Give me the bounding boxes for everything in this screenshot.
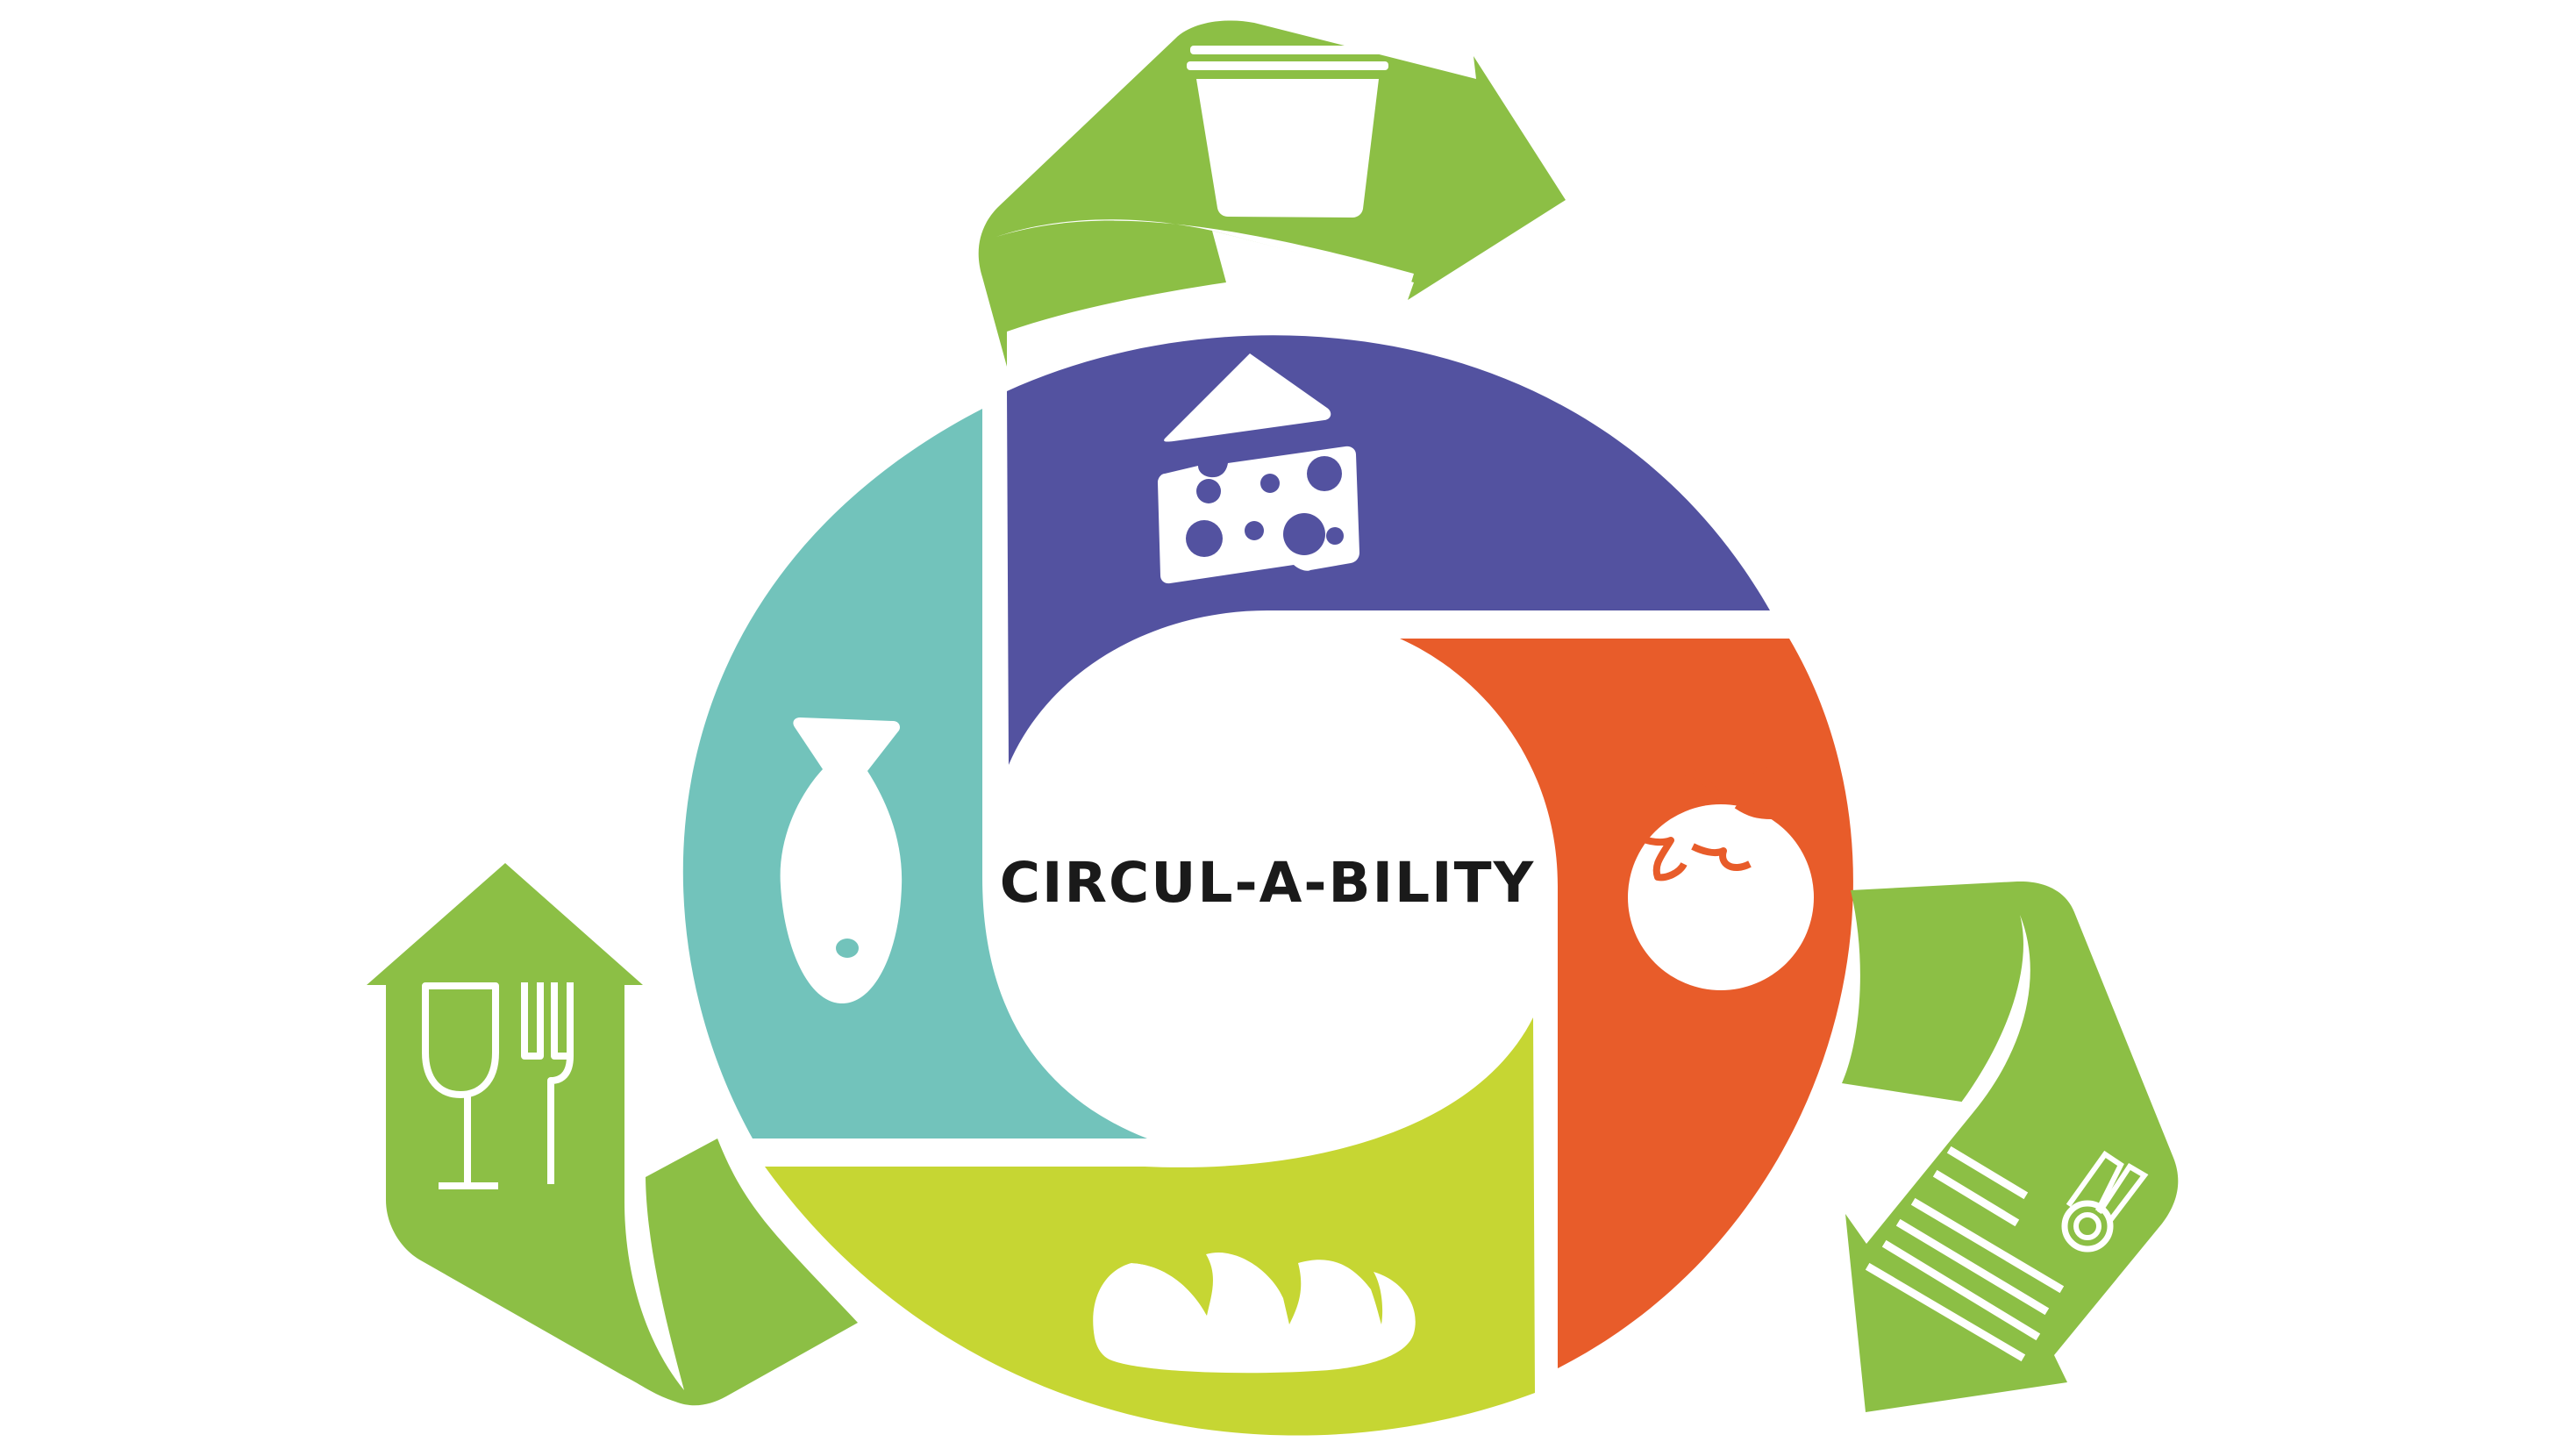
purple-segment bbox=[1007, 335, 1770, 765]
bread-icon bbox=[1093, 1253, 1416, 1374]
right-recycle-arrow bbox=[1842, 881, 2179, 1412]
left-recycle-arrow bbox=[367, 863, 858, 1406]
tomato-stem bbox=[1638, 758, 1780, 882]
glass-and-fork-icon bbox=[422, 982, 574, 1189]
fish-icon bbox=[780, 717, 903, 1004]
container-icon bbox=[1187, 46, 1388, 218]
fish-eye bbox=[836, 939, 859, 958]
bread-score-lines bbox=[1131, 1263, 1207, 1316]
diagram-title: CIRCUL-A-BILITY bbox=[1000, 851, 1535, 915]
receipt-icon bbox=[1865, 1146, 2149, 1362]
tomato-icon bbox=[1628, 804, 1814, 990]
cheese-holes bbox=[1186, 456, 1344, 557]
